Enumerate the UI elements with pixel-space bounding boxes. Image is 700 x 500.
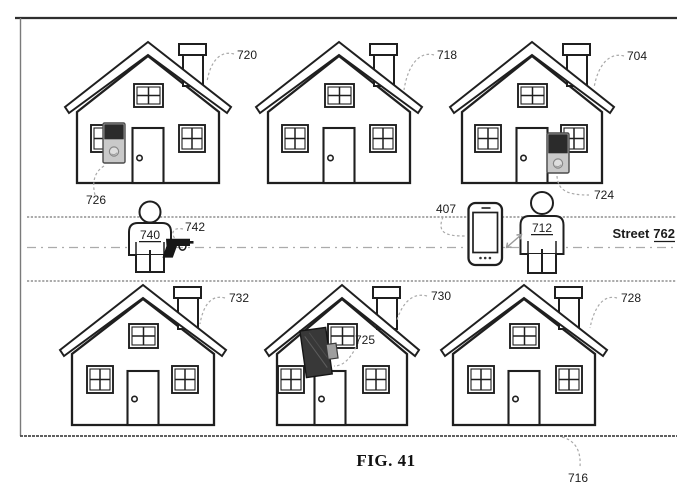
house-720 (63, 40, 233, 185)
ref-407-leader-line (440, 216, 466, 237)
ref-742-label: 742 (185, 220, 205, 234)
figure-title: FIG. 41 (356, 451, 415, 470)
house-718 (254, 40, 424, 185)
ref-730-label: 730 (431, 289, 451, 303)
exchange-arrow-head (505, 242, 512, 249)
person-740-torso (128, 222, 172, 256)
ref-720-leader-line (206, 52, 235, 83)
front-door (131, 126, 165, 185)
doorbell-device-726-camera-window (104, 124, 124, 140)
chimney-cap (562, 43, 591, 56)
person-712-ref-label: 712 (532, 221, 552, 235)
roof (63, 40, 233, 115)
ref-732-label: 732 (229, 291, 249, 305)
doorbell-device-724-button-shade (555, 164, 562, 168)
door-knob (136, 154, 144, 162)
door-knob (519, 154, 527, 162)
smartphone-home-dot (483, 256, 487, 260)
street-ref-number: 762 (653, 226, 675, 241)
door-knob (326, 154, 334, 162)
figure-frame (15, 16, 677, 437)
ref-724-leader-line (556, 175, 590, 196)
roof (58, 283, 228, 358)
person-712-head (530, 191, 554, 215)
device-sheen (304, 336, 328, 368)
door-knob (131, 395, 139, 403)
scene-layer: 740 712 720 718 704 726 724 407 742 732 730 725 728 7… (58, 40, 647, 485)
chimney-cap (372, 286, 401, 299)
house-730 (263, 283, 421, 427)
street-name: Street (612, 226, 650, 241)
ref-716-label: 716 (568, 471, 588, 485)
detached-device-725 (299, 326, 339, 379)
chimney-cap (369, 43, 398, 56)
person-740-arms (135, 242, 165, 255)
ref-704-leader-line (593, 54, 625, 89)
person-740-ref-label: 740 (140, 228, 160, 242)
smartphone-home-dot (488, 256, 492, 260)
device-mount-bracket (325, 342, 339, 361)
ref-718-label: 718 (437, 48, 457, 62)
smartphone-screen (472, 211, 499, 254)
roof (439, 283, 609, 358)
exchange-arrow-head (516, 233, 523, 240)
chimney-cap (178, 43, 207, 56)
roof (263, 283, 421, 358)
exchange-arrow-line (506, 233, 522, 249)
handgun-742 (162, 238, 194, 258)
doorbell-device-726-button-shade (111, 152, 118, 156)
ref-728-leader-line (589, 296, 618, 329)
person-740: 740 (128, 200, 172, 273)
chimney-cap (173, 286, 202, 299)
ref-726-label: 726 (86, 193, 106, 207)
doorbell-device-724-camera-window (548, 134, 568, 154)
person-712-arms (527, 241, 557, 254)
chimney-cap (554, 286, 583, 299)
person-712: 712 (519, 191, 565, 274)
ref-728-label: 728 (621, 291, 641, 305)
ref-720-label: 720 (237, 48, 257, 62)
ref-725-label: 725 (355, 333, 375, 347)
handgun-trigger-guard (178, 245, 187, 251)
device-sheen (308, 332, 329, 359)
ref-726-leader-line (93, 165, 105, 196)
ref-730-leader-line (396, 294, 428, 321)
ref-718-leader-line (403, 53, 435, 91)
exchange-arrow (505, 233, 523, 249)
roof (448, 40, 616, 115)
ref-732-leader-line (199, 296, 226, 325)
ref-724-label: 724 (594, 188, 614, 202)
smartphone-home-dot (479, 256, 482, 260)
house-728 (439, 283, 609, 427)
ref-704-label: 704 (627, 49, 647, 63)
person-740-head (138, 200, 162, 224)
door-knob (511, 395, 519, 403)
ref-407-label: 407 (436, 202, 456, 216)
door-knob (317, 395, 325, 403)
ref-716-leader-line (561, 436, 581, 468)
roof (254, 40, 424, 115)
house-732 (58, 283, 228, 427)
smartphone-407 (467, 201, 504, 267)
ref-742-leader-line (172, 228, 184, 239)
house-704 (448, 40, 616, 185)
